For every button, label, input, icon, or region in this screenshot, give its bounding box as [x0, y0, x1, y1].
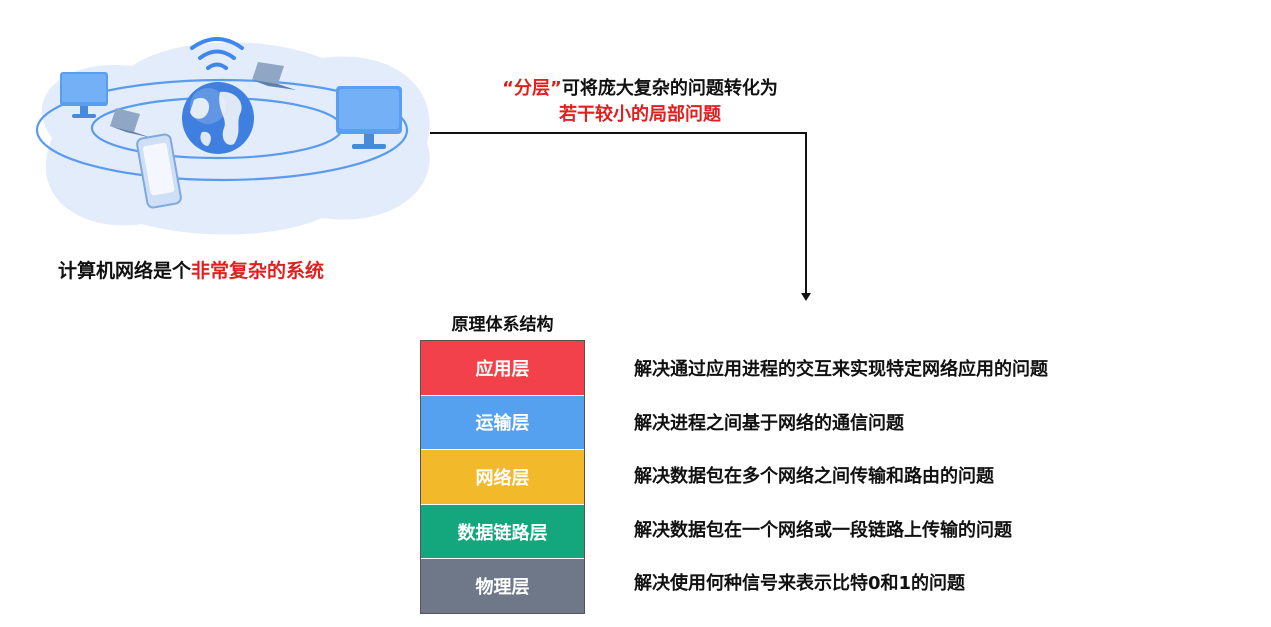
open-quote: “: [502, 78, 514, 99]
globe-icon: [182, 82, 254, 154]
layer-description: 解决数据包在一个网络或一段链路上传输的问题: [634, 519, 1012, 541]
smartphone-icon: [136, 133, 182, 209]
layer-box: 数据链路层: [421, 504, 584, 560]
monitor-icon: [336, 86, 402, 149]
network-illustration: [35, 37, 430, 235]
laptop-icon: [110, 108, 152, 138]
layer-box: 应用层: [421, 341, 584, 396]
layer-box: 物理层: [421, 559, 584, 613]
stack-title: 原理体系结构: [451, 315, 554, 335]
layer-description: 解决数据包在多个网络之间传输和路由的问题: [634, 466, 994, 488]
network-caption: 计算机网络是个非常复杂的系统: [58, 256, 324, 283]
note-line1: “分层”可将庞大复杂的问题转化为: [430, 76, 850, 102]
close-quote: ”: [550, 78, 562, 99]
layering-note: “分层”可将庞大复杂的问题转化为 若干较小的局部问题: [430, 76, 850, 128]
note-rest: 可将庞大复杂的问题转化为: [561, 78, 778, 99]
layer-box: 网络层: [421, 450, 584, 505]
layer-description: 解决进程之间基于网络的通信问题: [634, 412, 904, 434]
layer-description: 解决使用何种信号来表示比特0和1的问题: [634, 573, 966, 595]
caption-prefix: 计算机网络是个: [58, 260, 192, 282]
laptop-icon: [252, 62, 296, 90]
arrow-head-icon: [801, 293, 811, 301]
note-keyword: 分层: [514, 78, 550, 99]
monitor-icon: [60, 72, 108, 118]
caption-highlight: 非常复杂的系统: [191, 260, 325, 282]
layer-description: 解决通过应用进程的交互来实现特定网络应用的问题: [634, 359, 1048, 380]
protocol-stack: 应用层运输层网络层数据链路层物理层: [420, 340, 585, 614]
note-line2: 若干较小的局部问题: [559, 104, 721, 125]
orbit-ring-outer: [35, 78, 409, 182]
wifi-icon: [190, 37, 244, 70]
layer-box: 运输层: [421, 395, 584, 451]
